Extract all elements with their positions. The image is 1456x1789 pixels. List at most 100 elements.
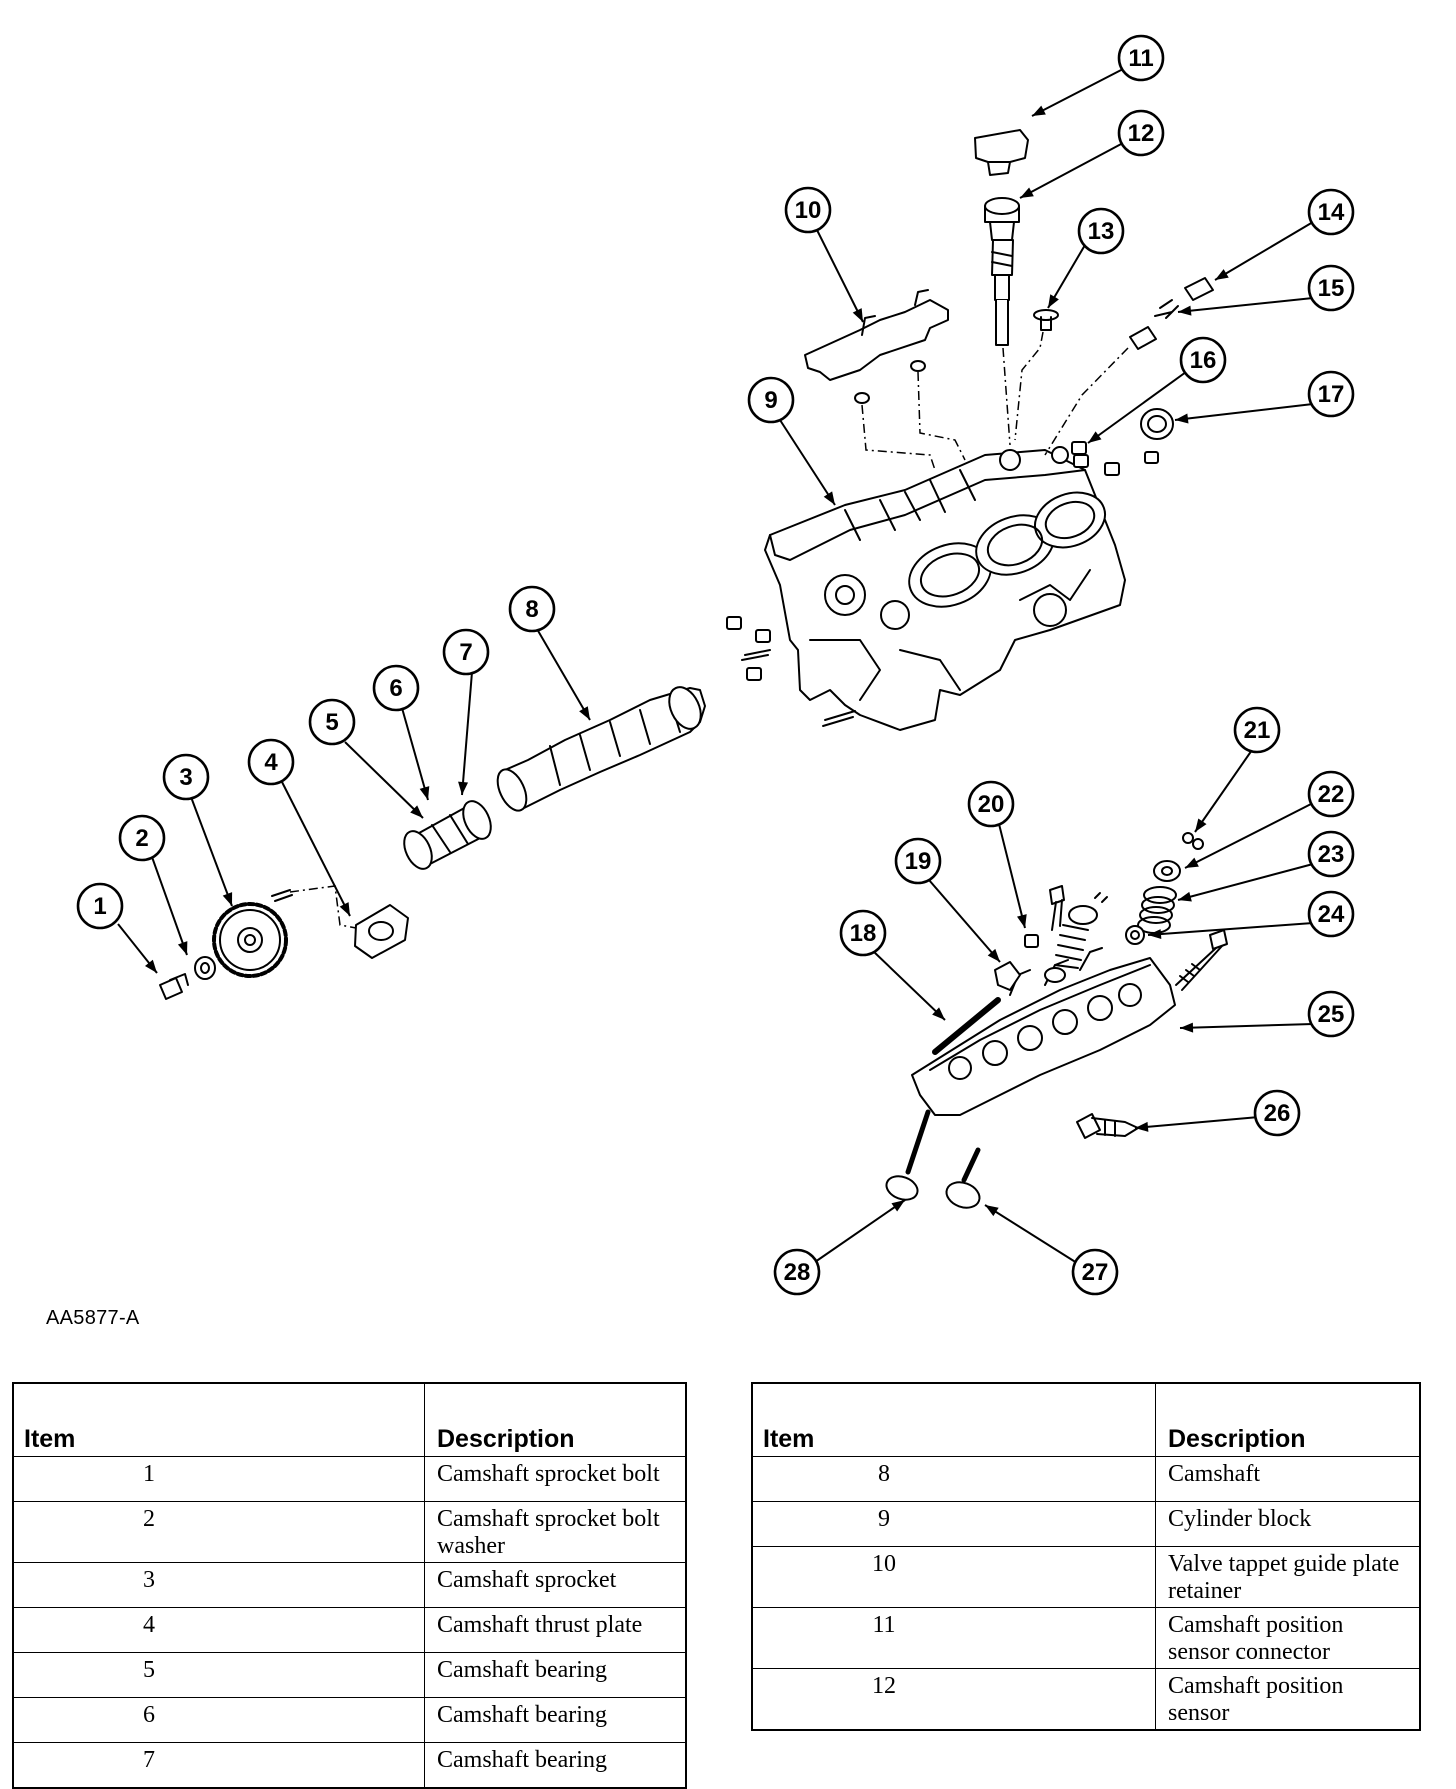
legend-item-description: Camshaft position sensor connector [1155, 1607, 1421, 1669]
callout-number: 17 [1318, 381, 1345, 408]
leader-line [1147, 922, 1314, 936]
legend-item-number: 3 [12, 1562, 425, 1608]
leader-arrowhead [1088, 431, 1102, 443]
leader-arrowhead [1178, 891, 1192, 902]
callout-number: 24 [1318, 901, 1345, 928]
leader-arrowhead [1032, 105, 1046, 116]
callout-number: 2 [135, 825, 148, 852]
leader-arrowhead [1016, 914, 1027, 928]
legend-header-row: Item Description [751, 1382, 1421, 1457]
legend-item-number: 12 [751, 1668, 1156, 1731]
leader-line [1087, 371, 1187, 444]
legend-item-description: Camshaft thrust plate [424, 1607, 687, 1653]
assembly-dash-lines [289, 331, 1129, 929]
item-column-header: Item [12, 1382, 425, 1457]
item-column-header: Item [751, 1382, 1156, 1457]
callout-number: 21 [1244, 717, 1271, 744]
callout-number: 16 [1190, 347, 1217, 374]
leader-line [190, 796, 233, 907]
leader-line [1019, 142, 1124, 199]
leader-arrowhead [1175, 413, 1189, 424]
thrust-plate-part [271, 889, 409, 959]
callout-22: 22 [1307, 770, 1355, 818]
leader-line [1194, 749, 1253, 833]
leader-line [1179, 1023, 1314, 1029]
core-plug-part [1071, 441, 1087, 455]
callout-number: 18 [850, 920, 877, 947]
oil-gallery-plugs [1129, 277, 1214, 350]
legend-item-description: Camshaft sprocket bolt washer [424, 1501, 687, 1563]
sensor-connector-part [974, 129, 1029, 176]
legend-header-row: Item Description [12, 1382, 687, 1457]
legend-item-description: Cylinder block [1155, 1501, 1421, 1547]
callout-circle [747, 376, 795, 424]
callout-9: 9 [747, 376, 795, 424]
cylinder-head-part [911, 947, 1176, 1116]
leader-arrowhead [1180, 1022, 1194, 1033]
callout-circle [118, 814, 166, 862]
leader-arrowhead [891, 1200, 905, 1212]
sprocket-washer-part [194, 956, 216, 980]
leader-arrowhead [1135, 1121, 1149, 1132]
engine-parts-drawing [159, 129, 1228, 1209]
callout-17: 17 [1307, 370, 1355, 418]
callout-8: 8 [508, 585, 556, 633]
callout-number: 10 [795, 197, 822, 224]
callout-circle [247, 738, 295, 786]
callout-number: 1 [93, 893, 106, 920]
callout-circle [308, 698, 356, 746]
callout-24: 24 [1307, 890, 1355, 938]
callout-circle [1307, 890, 1355, 938]
callout-circle [1307, 770, 1355, 818]
leader-line [1177, 863, 1314, 901]
figure-id: AA5877-A [46, 1307, 140, 1329]
callout-number: 8 [525, 596, 538, 623]
description-column-header: Description [424, 1382, 687, 1457]
legend-item-number: 11 [751, 1607, 1156, 1669]
leader-arrowhead [823, 491, 835, 505]
callout-6: 6 [372, 664, 420, 712]
callout-18: 18 [839, 909, 887, 957]
callout-number: 28 [784, 1259, 811, 1286]
legend-item-description: Camshaft position sensor [1155, 1668, 1421, 1731]
leader-line [281, 781, 351, 917]
spark-plug-part [1076, 1113, 1139, 1139]
legend-item-number: 4 [12, 1607, 425, 1653]
callout-circle [442, 628, 490, 676]
callout-number: 27 [1082, 1259, 1109, 1286]
sprocket-bolt-part [159, 973, 189, 1000]
valve-keepers-part [1182, 832, 1204, 850]
callout-circle [1307, 830, 1355, 878]
leader-line [344, 741, 424, 819]
rear-seal-part [1140, 408, 1174, 440]
rocker-arm-part [994, 961, 1021, 991]
leader-arrowhead [1215, 269, 1229, 280]
leader-arrowhead [1020, 187, 1034, 198]
callout-13: 13 [1077, 207, 1125, 255]
legend-item-number: 2 [12, 1501, 425, 1563]
leader-arrowhead [339, 902, 350, 916]
callout-19: 19 [894, 837, 942, 885]
leader-arrowhead [177, 941, 188, 955]
callout-number: 13 [1088, 218, 1115, 245]
callout-number: 7 [459, 639, 472, 666]
callout-12: 12 [1117, 109, 1165, 157]
leader-arrowhead [579, 706, 590, 720]
callout-11: 11 [1117, 34, 1165, 82]
callout-16: 16 [1179, 336, 1227, 384]
leader-line [928, 879, 1001, 963]
callout-number: 11 [1128, 45, 1153, 72]
callout-circle [372, 664, 420, 712]
callout-leaders [117, 67, 1314, 1264]
valve-spring-part [1137, 886, 1177, 934]
callout-number: 5 [325, 709, 338, 736]
callout-number: 25 [1318, 1001, 1345, 1028]
legend-item-number: 6 [12, 1697, 425, 1743]
leader-line [816, 229, 864, 323]
leader-arrowhead [1185, 857, 1199, 868]
leader-line [1134, 1116, 1260, 1129]
